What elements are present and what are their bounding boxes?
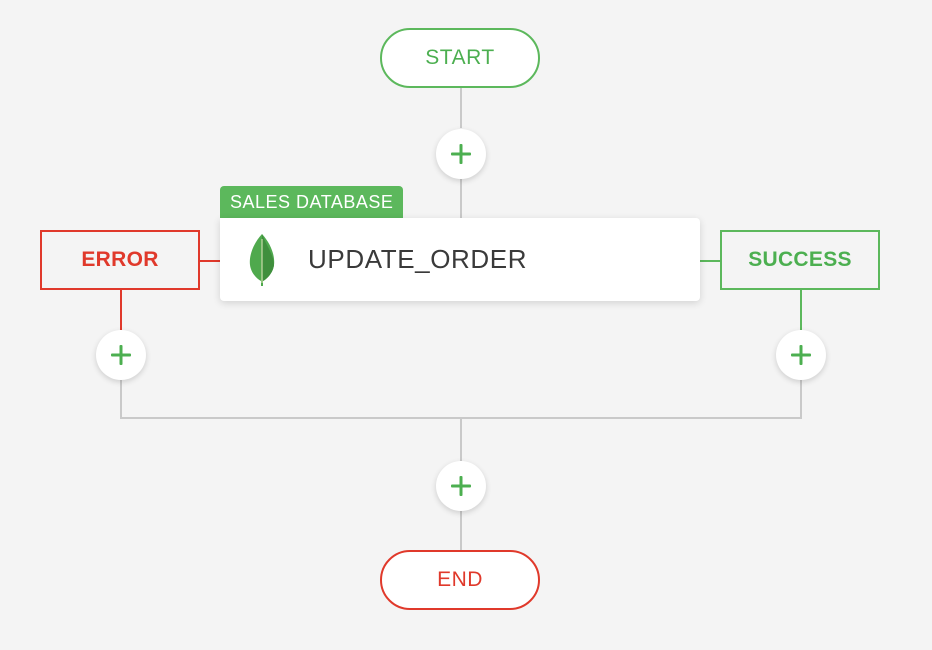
add-step-after-merge-button[interactable] (436, 461, 486, 511)
plus-icon (451, 144, 471, 164)
add-step-error-branch-button[interactable] (96, 330, 146, 380)
success-branch-box[interactable]: SUCCESS (720, 230, 880, 290)
start-label: START (425, 46, 495, 69)
connector-node-to-success (700, 260, 720, 262)
connector-success-down (800, 290, 802, 330)
connector-plus-to-node (460, 178, 462, 218)
node-action-label: UPDATE_ORDER (308, 244, 528, 274)
connector-node-to-error (200, 260, 220, 262)
start-terminal: START (380, 28, 540, 88)
error-label: ERROR (81, 248, 159, 271)
connector-success-merge-vertical (800, 380, 802, 419)
connector-merge-to-plus (460, 419, 462, 461)
end-terminal: END (380, 550, 540, 610)
end-label: END (437, 568, 483, 591)
update-order-node[interactable]: UPDATE_ORDER (220, 218, 700, 301)
success-label: SUCCESS (748, 248, 852, 271)
connector-error-down (120, 290, 122, 330)
mongodb-leaf-icon (248, 232, 276, 288)
node-connection-label: SALES DATABASE (230, 191, 394, 212)
plus-icon (451, 476, 471, 496)
connector-plus-to-end (460, 511, 462, 551)
connector-merge-horizontal (120, 417, 802, 419)
plus-icon (791, 345, 811, 365)
error-branch-box[interactable]: ERROR (40, 230, 200, 290)
plus-icon (111, 345, 131, 365)
add-step-success-branch-button[interactable] (776, 330, 826, 380)
connector-error-merge-vertical (120, 380, 122, 419)
connector-start-to-plus (460, 88, 462, 128)
node-connection-tag[interactable]: SALES DATABASE (220, 186, 404, 218)
add-step-after-start-button[interactable] (436, 129, 486, 179)
